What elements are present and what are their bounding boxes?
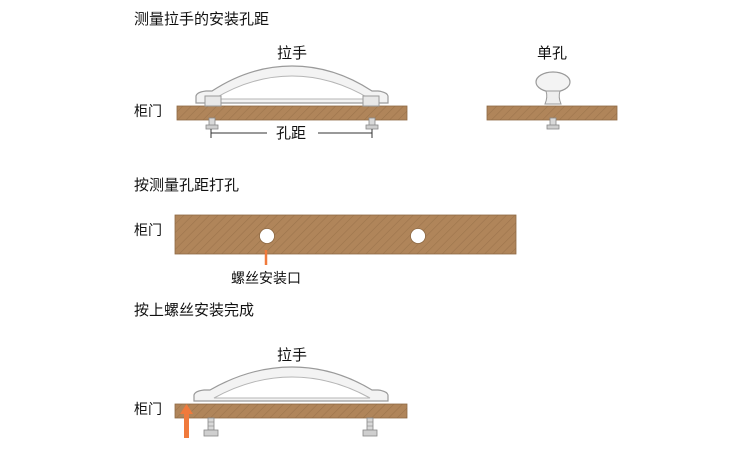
- single-hole-label: 单孔: [537, 44, 568, 62]
- screw-icon: [205, 117, 379, 130]
- hole-icon: [410, 228, 426, 244]
- handle-label-top: 拉手: [277, 44, 308, 62]
- knob-icon: [535, 71, 571, 130]
- handle-icon: [195, 65, 389, 107]
- screw-icon: [203, 417, 378, 437]
- cabinet-board-3: [174, 403, 408, 419]
- handle-icon: [193, 366, 389, 402]
- cabinet-board-2: [174, 214, 517, 255]
- cabinet-door-label-2: 柜门: [134, 223, 162, 239]
- cabinet-door-label-3: 柜门: [134, 402, 162, 418]
- hole-icon: [259, 228, 275, 244]
- section-measure-title: 测量拉手的安装孔距: [134, 10, 270, 28]
- section-install-title: 按上螺丝安装完成: [134, 301, 255, 319]
- handle-label-bottom: 拉手: [277, 346, 308, 364]
- screw-mouth-label: 螺丝安装口: [231, 271, 301, 287]
- hole-distance-label: 孔距: [276, 124, 307, 142]
- hole-distance-dimension: [210, 129, 373, 138]
- cabinet-door-label-1: 柜门: [134, 104, 162, 120]
- cabinet-board-1: [176, 105, 408, 121]
- arrow-icon: [180, 404, 193, 438]
- section-drill-title: 按测量孔距打孔: [134, 176, 240, 194]
